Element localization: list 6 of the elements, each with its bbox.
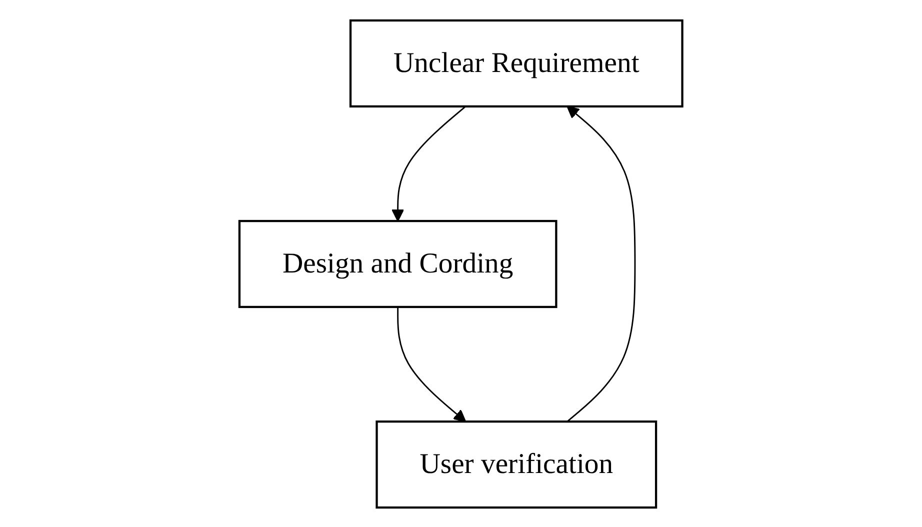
node-box: Design and Cording [238, 219, 558, 308]
arrow [566, 105, 636, 422]
node-box: Unclear Requirement [350, 18, 684, 107]
arrow [392, 105, 466, 222]
node-box: User verification [376, 420, 658, 508]
arrow [397, 306, 466, 422]
